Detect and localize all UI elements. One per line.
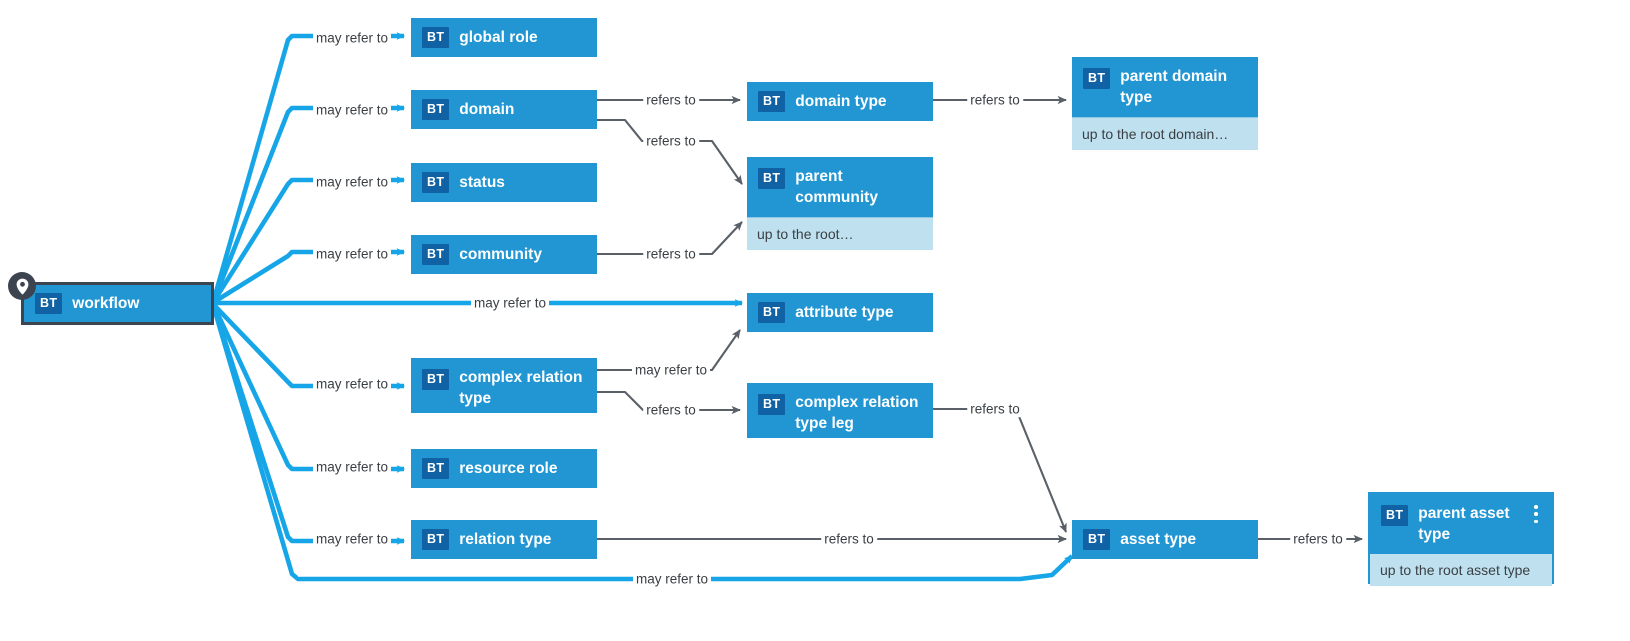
- node-parent-community[interactable]: BT parent community up to the root…: [747, 157, 933, 250]
- pin-icon: [8, 272, 36, 300]
- bt-badge-icon: BT: [422, 172, 450, 193]
- edge-label-domain-parent-community: refers to: [643, 133, 699, 149]
- node-attribute-type-head: BT attribute type: [747, 293, 933, 332]
- edge-label-domain: may refer to: [312, 102, 392, 118]
- edge-label-relation-asset: refers to: [821, 531, 877, 547]
- node-resource-role[interactable]: BT resource role: [411, 449, 597, 488]
- node-workflow-head: BT workflow: [24, 285, 211, 322]
- edge-label-status: may refer to: [312, 174, 392, 190]
- node-workflow[interactable]: BT workflow: [21, 282, 214, 325]
- node-complex-relation-type-label: complex relation type: [459, 369, 583, 407]
- bt-badge-icon: BT: [422, 529, 450, 550]
- edge-label-crt-attribute: may refer to: [631, 362, 711, 378]
- edge-label-resource-role: may refer to: [312, 459, 392, 475]
- edge-label-asset-parent: refers to: [1290, 531, 1346, 547]
- edge-label-complex-relation-type: may refer to: [312, 376, 392, 392]
- node-workflow-label: workflow: [72, 295, 140, 312]
- node-parent-asset-type-footer: up to the root asset type: [1370, 554, 1552, 586]
- node-domain-head: BT domain: [411, 90, 597, 129]
- bt-badge-icon: BT: [35, 293, 63, 314]
- node-status-label: status: [459, 174, 505, 191]
- edge-workflow-complex-relation-type: [212, 303, 406, 390]
- node-global-role-label: global role: [459, 29, 538, 46]
- edge-label-community: may refer to: [312, 246, 392, 262]
- node-parent-asset-type[interactable]: BT parent asset type up to the root asse…: [1368, 492, 1554, 586]
- edge-workflow-relation-type: [211, 306, 406, 545]
- node-domain-type-head: BT domain type: [747, 82, 933, 121]
- edge-label-relation-type: may refer to: [312, 531, 392, 547]
- node-parent-community-head: BT parent community: [747, 157, 933, 217]
- bt-badge-icon: BT: [758, 91, 786, 112]
- node-community[interactable]: BT community: [411, 235, 597, 274]
- bt-badge-icon: BT: [422, 244, 450, 265]
- edge-label-community-parent: refers to: [643, 246, 699, 262]
- node-relation-type-head: BT relation type: [411, 520, 597, 559]
- node-domain[interactable]: BT domain: [411, 90, 597, 129]
- bt-badge-icon: BT: [422, 99, 450, 120]
- node-parent-domain-type[interactable]: BT parent domain type up to the root dom…: [1072, 57, 1258, 150]
- node-complex-relation-type-leg-label: complex relation type leg: [795, 394, 919, 432]
- node-parent-asset-type-label: parent asset type: [1418, 505, 1510, 543]
- edge-domain-parent-community: [597, 118, 743, 185]
- bt-badge-icon: BT: [422, 369, 450, 390]
- edge-label-crtleg-asset: refers to: [967, 401, 1023, 417]
- node-domain-type[interactable]: BT domain type: [747, 82, 933, 121]
- node-parent-asset-type-head: BT parent asset type: [1370, 494, 1552, 554]
- bt-badge-icon: BT: [1083, 68, 1111, 89]
- kebab-menu-icon[interactable]: [1529, 505, 1543, 523]
- edge-workflow-status: [212, 176, 406, 303]
- node-parent-domain-type-footer: up to the root domain…: [1072, 117, 1258, 150]
- node-status-head: BT status: [411, 163, 597, 202]
- node-domain-type-label: domain type: [795, 93, 887, 110]
- node-resource-role-label: resource role: [459, 460, 558, 477]
- node-domain-label: domain: [459, 101, 515, 118]
- node-global-role[interactable]: BT global role: [411, 18, 597, 57]
- bt-badge-icon: BT: [422, 27, 450, 48]
- edge-crt-leg-asset-type: [933, 407, 1067, 533]
- bt-badge-icon: BT: [1381, 505, 1409, 526]
- bt-badge-icon: BT: [758, 168, 786, 189]
- node-complex-relation-type-leg-head: BT complex relation type leg: [747, 383, 933, 443]
- node-asset-type-label: asset type: [1120, 531, 1197, 548]
- edge-label-workflow-asset-type: may refer to: [632, 571, 712, 587]
- bt-badge-icon: BT: [758, 394, 786, 415]
- node-parent-domain-type-head: BT parent domain type: [1072, 57, 1258, 117]
- edge-workflow-domain: [211, 104, 406, 301]
- node-parent-community-label: parent community: [795, 168, 878, 206]
- node-attribute-type-label: attribute type: [795, 304, 894, 321]
- node-community-head: BT community: [411, 235, 597, 274]
- node-resource-role-head: BT resource role: [411, 449, 597, 488]
- node-parent-domain-type-label: parent domain type: [1120, 68, 1228, 106]
- node-relation-type-label: relation type: [459, 531, 552, 548]
- node-complex-relation-type[interactable]: BT complex relation type: [411, 358, 597, 413]
- edge-label-parent-domain-type: refers to: [967, 92, 1023, 108]
- node-status[interactable]: BT status: [411, 163, 597, 202]
- node-parent-community-footer: up to the root…: [747, 217, 933, 250]
- edge-label-domain-type: refers to: [643, 92, 699, 108]
- node-attribute-type[interactable]: BT attribute type: [747, 293, 933, 332]
- node-asset-type[interactable]: BT asset type: [1072, 520, 1258, 559]
- node-asset-type-head: BT asset type: [1072, 520, 1258, 559]
- edge-label-crt-leg: refers to: [643, 402, 699, 418]
- node-complex-relation-type-head: BT complex relation type: [411, 358, 597, 418]
- node-community-label: community: [459, 246, 542, 263]
- edge-label-global-role: may refer to: [312, 30, 392, 46]
- bt-badge-icon: BT: [758, 302, 786, 323]
- bt-badge-icon: BT: [1083, 529, 1111, 550]
- edge-label-attribute-type: may refer to: [470, 295, 550, 311]
- bt-badge-icon: BT: [422, 458, 450, 479]
- node-global-role-head: BT global role: [411, 18, 597, 57]
- node-relation-type[interactable]: BT relation type: [411, 520, 597, 559]
- node-complex-relation-type-leg[interactable]: BT complex relation type leg: [747, 383, 933, 438]
